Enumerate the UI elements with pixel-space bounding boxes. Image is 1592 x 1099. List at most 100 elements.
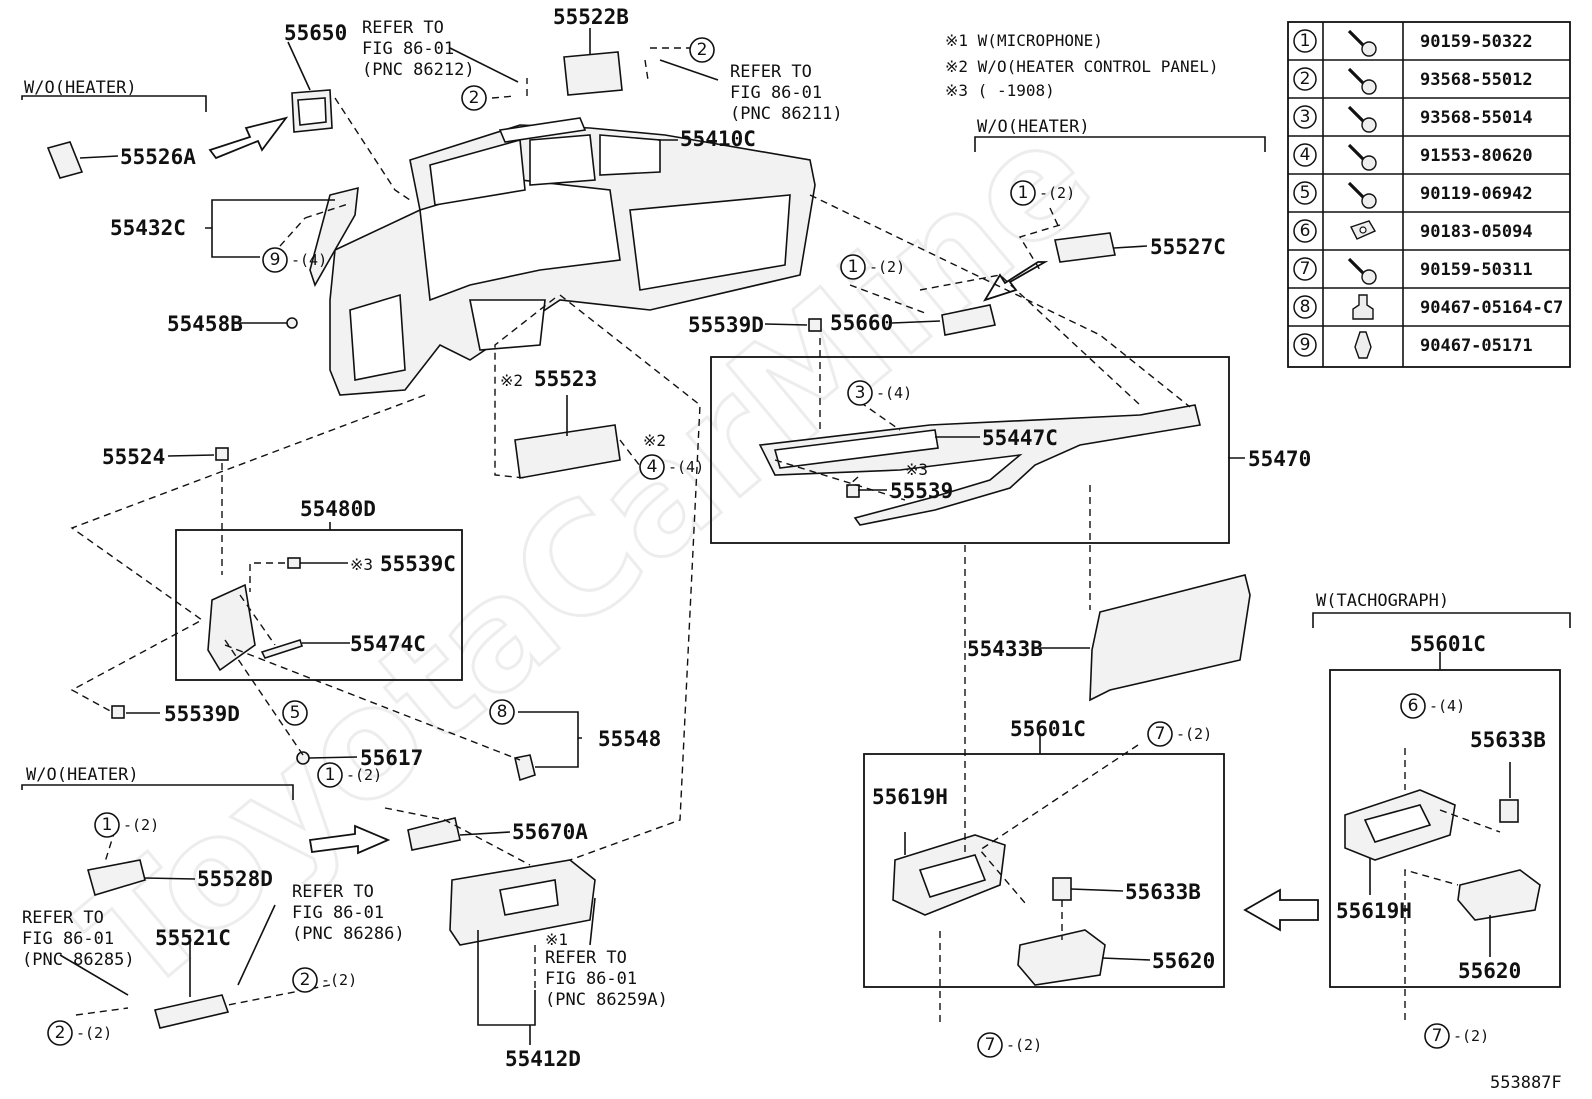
callout-circle: [317, 762, 343, 788]
label-55432C: 55432C: [110, 216, 186, 240]
label-55619H-mid: 55619H: [872, 785, 948, 809]
fastener-part-number: 90183-05094: [1420, 222, 1533, 242]
box-55470: [710, 356, 1230, 544]
callout-number: 1: [848, 257, 859, 277]
callout-quantity: -(4): [1429, 697, 1465, 715]
row-number: 3: [1300, 107, 1311, 127]
row-number-circle: [1293, 29, 1317, 53]
mark-3-55539: ※3: [905, 460, 928, 479]
box-assembly-55619H-right: [1344, 789, 1456, 861]
vent-55528D: [86, 859, 146, 897]
refer-86286-line3: (PNC 86286): [292, 924, 405, 944]
screw-icon: [1347, 67, 1377, 95]
row-number: 5: [1300, 183, 1311, 203]
vent-55527C: [1054, 232, 1116, 263]
label-55650: 55650: [284, 21, 347, 45]
callout-number: 7: [1432, 1026, 1443, 1046]
label-55412D: 55412D: [505, 1047, 581, 1071]
refer-86211: REFER TO FIG 86-01 (PNC 86211): [730, 62, 843, 124]
vent-55526A: [46, 141, 84, 179]
callout-number: 4: [647, 457, 658, 477]
section-woheater-bottom-left: W/O(HEATER): [26, 765, 139, 785]
callout-c2c: 2 -(2): [292, 967, 357, 993]
arrow-to-55670A: [308, 824, 391, 855]
callout-circle: [489, 699, 515, 725]
notes: ※1 W(MICROPHONE) ※2 W/O(HEATER CONTROL P…: [945, 31, 1219, 100]
bolt-washer-icon: [1347, 257, 1377, 285]
vent-55650: [291, 89, 333, 133]
callout-circle: [1147, 721, 1173, 747]
refer-86212: REFER TO FIG 86-01 (PNC 86212): [362, 18, 475, 80]
label-55458B: 55458B: [167, 312, 243, 336]
box-55480D: [175, 529, 463, 681]
note-marks: ※1 ※2 ※2 ※3 ※3: [350, 371, 928, 949]
label-55521C: 55521C: [155, 926, 231, 950]
callout-number: 2: [300, 970, 311, 990]
section-woheater-top-right: W/O(HEATER): [977, 117, 1090, 137]
callout-quantity: -(2): [1039, 184, 1075, 202]
label-55480D: 55480D: [300, 497, 376, 521]
callout-c2b: 2: [689, 37, 715, 63]
fastener-part-number: 93568-55014: [1420, 108, 1533, 128]
callout-circle: [689, 37, 715, 63]
label-55601C-mid: 55601C: [1010, 717, 1086, 741]
screw-icon: [1347, 105, 1377, 133]
callout-c4: 4-(4): [639, 454, 704, 480]
trim-55474C: [260, 639, 304, 659]
refer-86285: REFER TO FIG 86-01 (PNC 86285): [22, 908, 135, 970]
label-55447C: 55447C: [982, 426, 1058, 450]
note-2: ※2 W/O(HEATER CONTROL PANEL): [945, 57, 1219, 76]
callout-c8: 8: [489, 699, 515, 725]
callout-number: 6: [1408, 696, 1419, 716]
clip-55458B: [286, 317, 298, 329]
callout-c5: 5: [282, 700, 308, 726]
callout-number: 3: [855, 383, 866, 403]
cover-55433B: [1089, 574, 1251, 702]
fastener-part-number: 93568-55012: [1420, 70, 1533, 90]
fastener-part-number: 90467-05164-C7: [1420, 298, 1563, 318]
label-55620-mid: 55620: [1152, 949, 1215, 973]
refer-86211-line2: FIG 86-01: [730, 83, 822, 103]
label-55522B: 55522B: [553, 5, 629, 29]
drawing-id: 553887F: [1490, 1073, 1562, 1093]
box-55601C-mid: [863, 753, 1225, 988]
label-55633B-mid: 55633B: [1125, 880, 1201, 904]
refer-86286: REFER TO FIG 86-01 (PNC 86286): [292, 882, 405, 944]
row-number-circle: [1293, 219, 1317, 243]
callout-number: 1: [1018, 183, 1029, 203]
refer-86259a-line1: REFER TO: [545, 948, 627, 968]
dashed-lines: [70, 47, 1501, 1022]
fastener-row-3: 3 93568-55014: [1293, 105, 1533, 133]
fastener-part-number: 90159-50311: [1420, 260, 1533, 280]
label-55539: 55539: [890, 479, 953, 503]
bracket-55521C: [154, 994, 230, 1029]
label-55526A: 55526A: [120, 145, 196, 169]
callout-quantity: -(2): [1176, 725, 1212, 743]
vent-55670A: [407, 817, 461, 851]
bolt-washer-icon: [1347, 29, 1377, 57]
callout-number: 2: [697, 40, 708, 60]
refer-86212-line3: (PNC 86212): [362, 60, 475, 80]
part-labels: 55650 55522B 55526A 55410C 55432C 55458B…: [102, 5, 1562, 1093]
label-55617: 55617: [360, 746, 423, 770]
callout-number: 2: [55, 1023, 66, 1043]
callout-quantity: -(2): [76, 1024, 112, 1042]
callout-quantity: -(2): [1006, 1036, 1042, 1054]
label-55620-right: 55620: [1458, 959, 1521, 983]
callout-circle: [639, 454, 665, 480]
fastener-part-number: 90159-50322: [1420, 32, 1533, 52]
label-55670A: 55670A: [512, 820, 588, 844]
callout-number: 8: [497, 702, 508, 722]
callout-quantity: -(2): [321, 971, 357, 989]
callout-number: 1: [102, 815, 113, 835]
refer-86211-line1: REFER TO: [730, 62, 812, 82]
refer-86211-line3: (PNC 86211): [730, 104, 843, 124]
callout-c3: 3-(4): [847, 380, 912, 406]
label-55474C: 55474C: [350, 632, 426, 656]
callout-number: 1: [325, 765, 336, 785]
callout-c6: 6 -(4): [1400, 693, 1465, 719]
